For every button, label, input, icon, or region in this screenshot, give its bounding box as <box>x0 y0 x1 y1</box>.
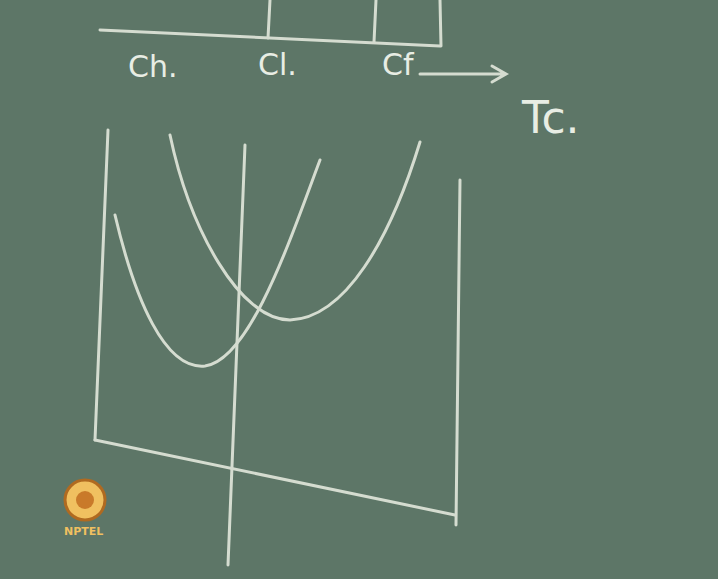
table-bottom <box>100 30 440 46</box>
right-axis <box>456 180 460 525</box>
middle-line <box>228 145 245 565</box>
upper-curve <box>170 135 420 320</box>
nptel-logo <box>65 480 105 520</box>
arrow <box>420 66 506 82</box>
table-divider <box>374 0 376 42</box>
variable-label: Cf <box>382 50 414 80</box>
variable-label: Cl. <box>258 50 297 80</box>
bottom-axis <box>95 440 455 515</box>
watermark: NPTEL <box>64 526 103 537</box>
table-edge <box>440 0 441 46</box>
left-axis <box>95 130 108 440</box>
variable-label: Tc. <box>522 96 580 140</box>
variable-label: Ch. <box>128 52 178 82</box>
table-divider <box>268 0 270 38</box>
